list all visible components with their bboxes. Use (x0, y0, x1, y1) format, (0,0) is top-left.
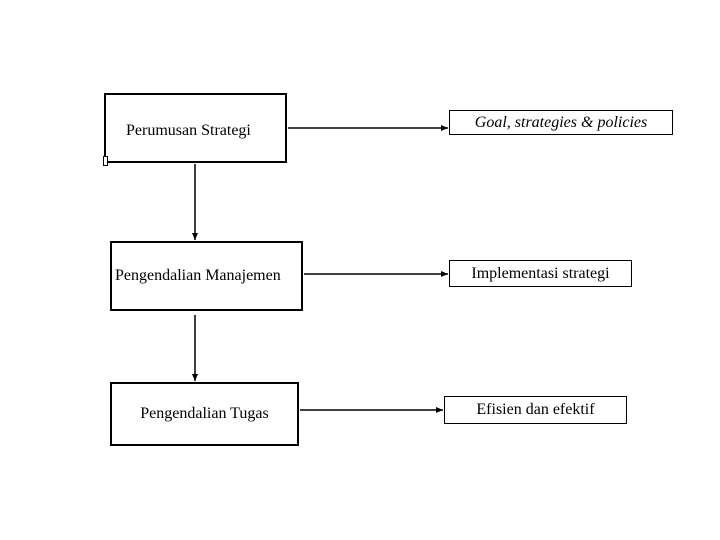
selection-handle-icon (103, 156, 108, 166)
strategy-implementation-label: Implementasi strategi (471, 264, 610, 282)
task-control-label: Pengendalian Tugas (140, 405, 269, 422)
strategy-implementation-box: Implementasi strategi (449, 260, 632, 287)
efficient-effective-box: Efisien dan efektif (444, 396, 627, 424)
strategy-formulation-box: Perumusan Strategi (104, 93, 287, 163)
goal-strategies-policies-box: Goal, strategies & policies (449, 110, 673, 135)
management-control-box: Pengendalian Manajemen (110, 241, 303, 311)
efficient-effective-label: Efisien dan efektif (476, 401, 595, 418)
management-control-label: Pengendalian Manajemen (115, 267, 281, 284)
strategy-formulation-label: Perumusan Strategi (126, 122, 251, 139)
goal-strategies-policies-label: Goal, strategies & policies (474, 113, 648, 131)
task-control-box: Pengendalian Tugas (110, 382, 299, 446)
